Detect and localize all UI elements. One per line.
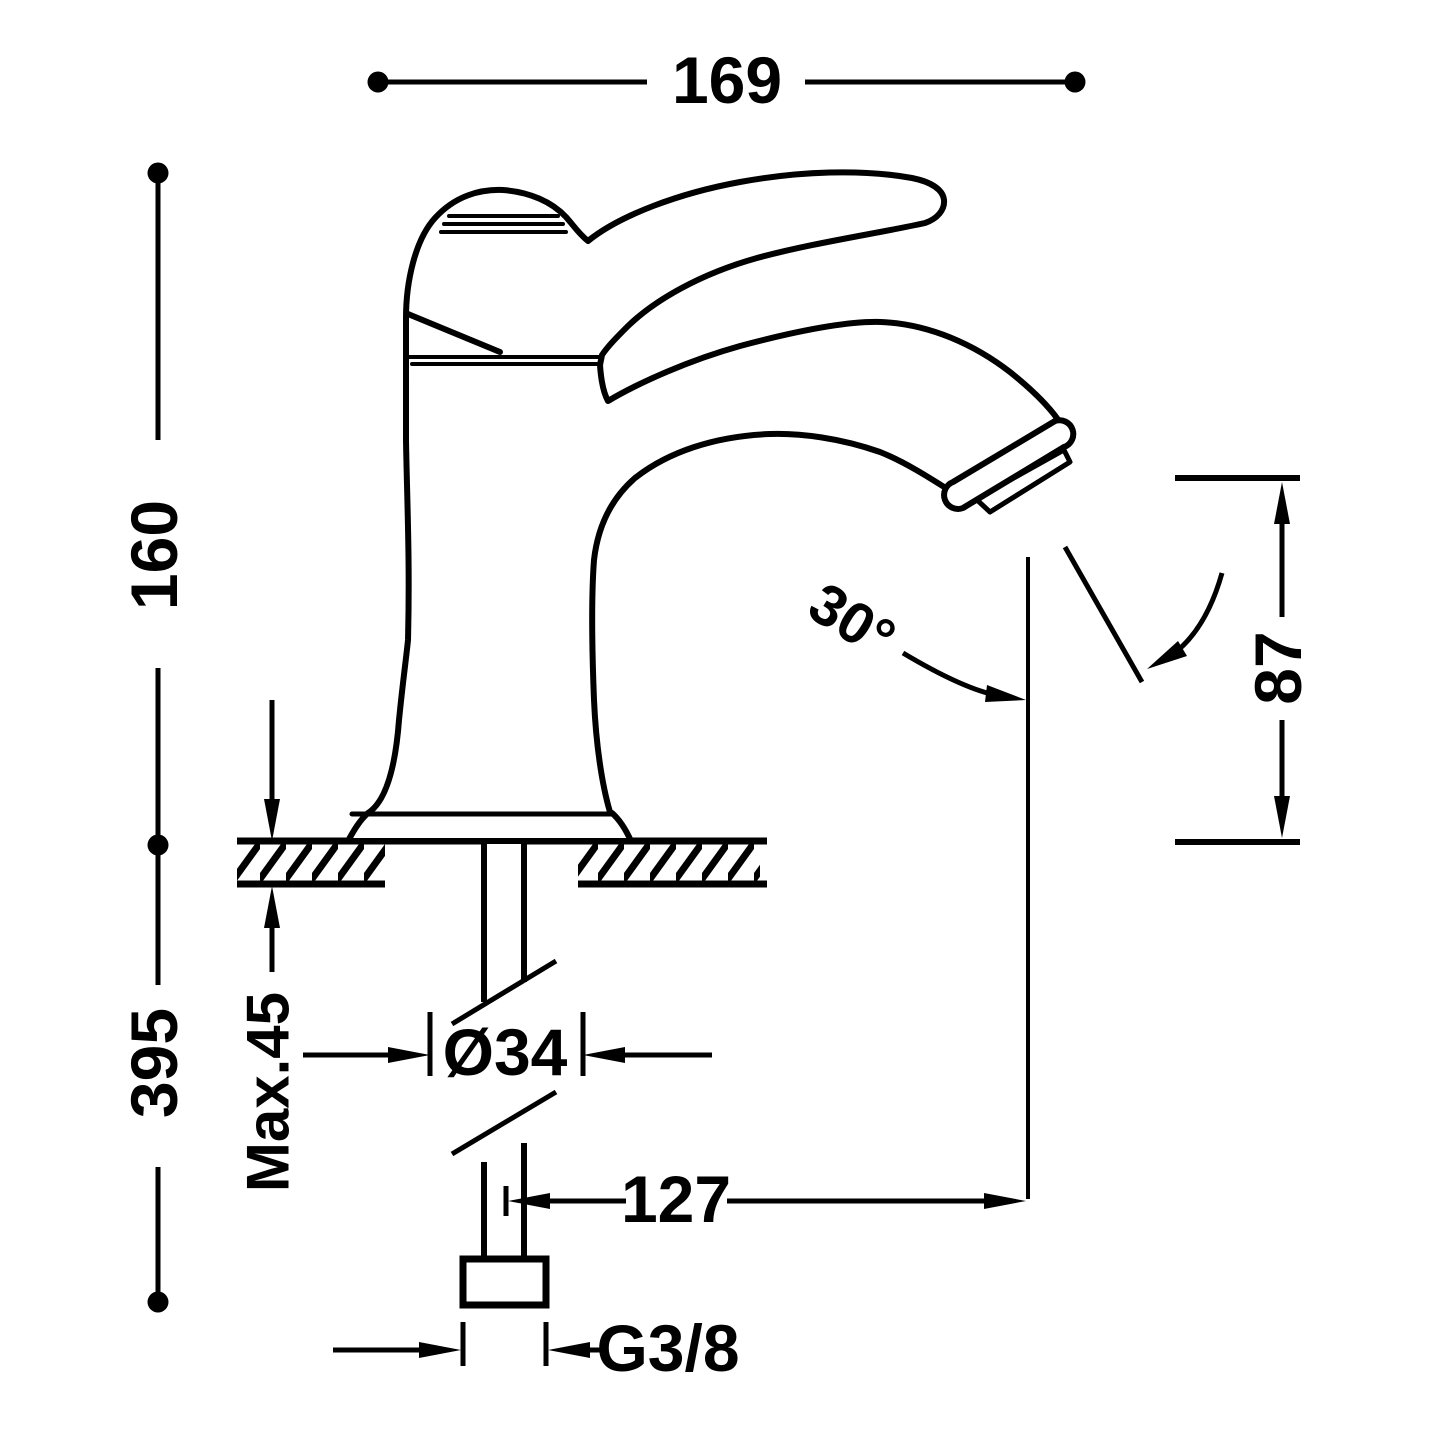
angle-arc-arrow-line [1170,572,1225,658]
dim-169-dot-left [367,71,389,93]
supply-pipe [450,844,558,1309]
dim-height-below: 395 [117,855,191,1313]
body-joint-lines [405,355,601,366]
dim-spout-reach: 127 [503,1162,1026,1236]
dim-160-label: 160 [117,500,191,610]
dim-87-up-arrowhead [1274,482,1290,524]
dia34-right-arrowhead [583,1047,625,1063]
dim-countertop-thickness: Max.45 [235,700,302,1192]
dim-outlet-height: 87 [1175,475,1315,845]
dim-169-label: 169 [672,43,782,117]
pipe-break-lower [450,1089,558,1157]
flow-direction-line [1062,545,1145,684]
body-shoulder-line [405,311,503,355]
flow-angle-group: 30° [798,545,1225,1199]
dim-127-left-arrowhead [508,1193,550,1209]
g38-left-arrowhead [419,1342,461,1358]
dim-total-width: 169 [367,43,1086,117]
dim-87-down-arrowhead [1274,796,1290,838]
countertop [237,837,767,888]
dim-395-dot-bottom [147,1291,169,1313]
dim-height-above: 160 [117,162,191,856]
dim-169-dot-right [1064,71,1086,93]
dim-127-right-arrowhead [984,1193,1026,1209]
flow-angle-label: 30° [798,570,907,672]
dim-395-label: 395 [117,1008,191,1118]
pipe-break-upper [450,958,558,1027]
countertop-hatch-left [237,843,385,883]
dia34-label: Ø34 [443,1015,568,1089]
dim-160-dot-bottom [147,834,169,856]
faucet-outline [345,169,1064,844]
dia34-ticks [427,1012,586,1076]
max45-down-arrowhead [264,799,280,841]
max45-label: Max.45 [235,992,302,1192]
dim-160-dot-top [147,162,169,184]
dim-thread: G3/8 [333,1311,740,1385]
handle-dome-lines [439,214,568,234]
max45-up-arrowhead [264,886,280,928]
angle-arc-arrowhead [1147,641,1187,669]
g38-right-arrowhead [548,1342,590,1358]
g38-label: G3/8 [596,1311,739,1385]
dim-127-label: 127 [621,1162,731,1236]
dia34-left-arrowhead [388,1047,430,1063]
g38-ticks [460,1322,549,1366]
spout-aerator-band [941,417,1077,512]
countertop-hatch-right [578,843,760,883]
supply-pipe-upper [481,844,527,1002]
g38-connector [459,1255,550,1309]
angle-leader-arrowhead [985,685,1026,702]
angle-leader-line [901,650,1001,699]
dim-87-label: 87 [1241,631,1315,704]
faucet [345,169,1077,844]
dim-shank-diameter: Ø34 [303,1012,712,1089]
